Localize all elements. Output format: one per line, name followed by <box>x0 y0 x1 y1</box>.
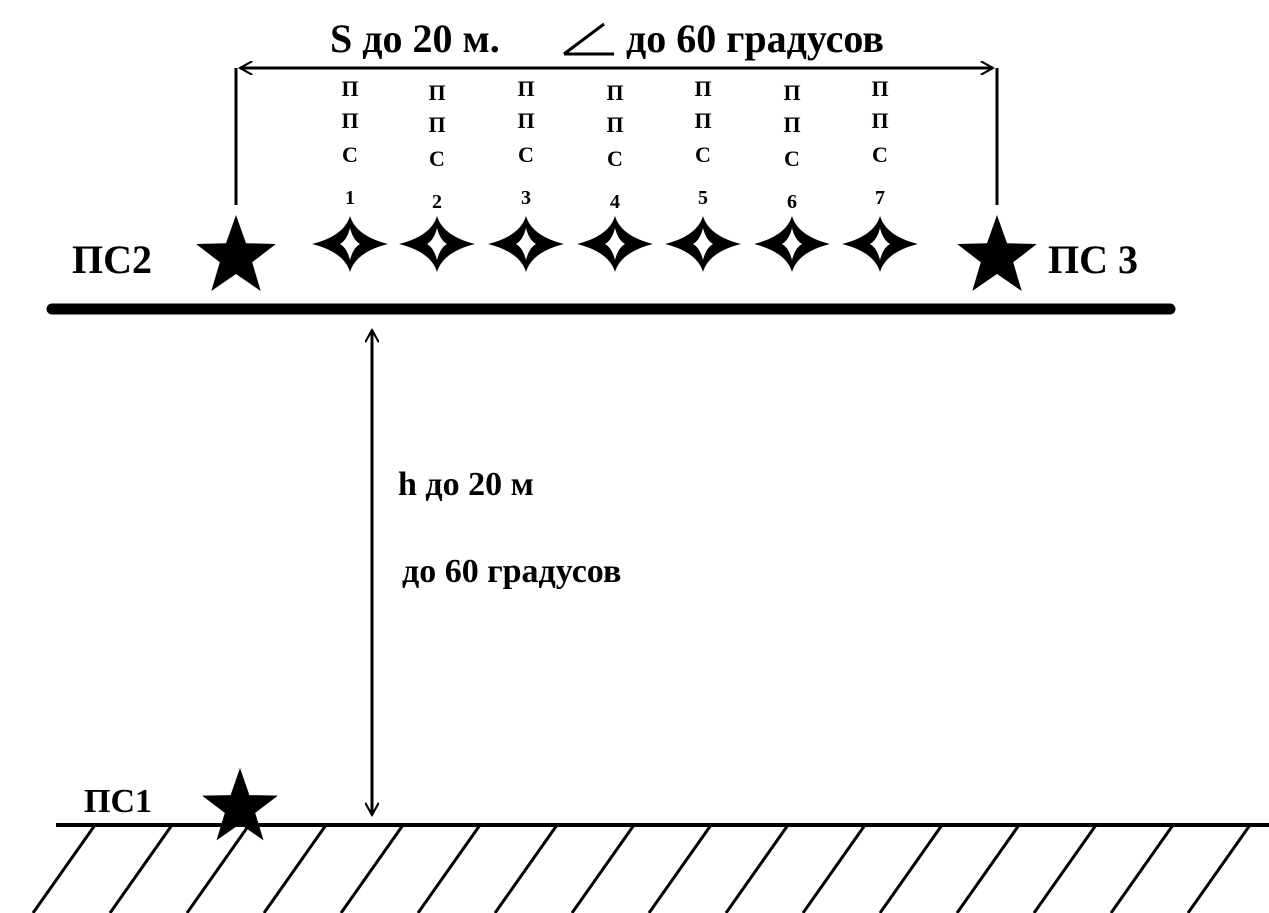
intermediate-letter: П <box>428 112 445 137</box>
intermediate-letter: С <box>695 142 711 167</box>
intermediate-letter: П <box>517 76 534 101</box>
intermediate-letter: П <box>341 108 358 133</box>
sparkle-inner <box>427 228 447 260</box>
hatch-line <box>647 824 713 913</box>
intermediate-letter: С <box>872 142 888 167</box>
span-dimension: S до 20 м. до 60 градусов <box>234 16 999 205</box>
sparkle-inner <box>782 228 802 260</box>
intermediate-letter: П <box>694 108 711 133</box>
intermediate-letter: С <box>607 146 623 171</box>
intermediate-number: 3 <box>521 187 531 209</box>
intermediate-letter: П <box>783 112 800 137</box>
intermediate-letter: С <box>342 142 358 167</box>
hatch-line <box>1032 824 1098 913</box>
hatch-line <box>493 824 559 913</box>
ps3-star-icon <box>957 215 1037 291</box>
hatch-line <box>724 824 790 913</box>
ps2-star-icon <box>196 215 276 291</box>
hatch-line <box>801 824 867 913</box>
ps2-label: ПС2 <box>72 237 152 282</box>
sparkle-inner <box>340 228 360 260</box>
intermediate-number: 1 <box>345 187 355 209</box>
intermediate-letter: П <box>341 76 358 101</box>
intermediate-letter: П <box>606 80 623 105</box>
intermediate-letter: П <box>428 80 445 105</box>
hatch-line <box>570 824 636 913</box>
intermediate-number: 6 <box>787 191 797 213</box>
sparkle-inner <box>605 228 625 260</box>
sparkle-inner <box>693 228 713 260</box>
span-label: S до 20 м. <box>330 16 500 61</box>
intermediate-letter: С <box>518 142 534 167</box>
angle-icon <box>563 22 614 56</box>
intermediate-letter: П <box>694 76 711 101</box>
intermediate-letter: С <box>784 146 800 171</box>
intermediate-letter: П <box>606 112 623 137</box>
height-label: h до 20 м <box>398 466 534 503</box>
intermediate-letter: П <box>871 108 888 133</box>
hatch-line <box>339 824 405 913</box>
ground <box>31 823 1269 913</box>
hatch-line <box>1109 824 1175 913</box>
hatch-line <box>416 824 482 913</box>
intermediate-number: 7 <box>875 187 885 209</box>
intermediate-letter: П <box>871 76 888 101</box>
intermediate-number: 5 <box>698 187 708 209</box>
height-angle-label: до 60 градусов <box>402 553 621 590</box>
hatch-line <box>262 824 328 913</box>
hatch-line <box>185 824 251 913</box>
ps1-label: ПС1 <box>84 783 152 820</box>
ps1-star-icon <box>202 768 278 841</box>
ps3-label: ПС 3 <box>1048 237 1138 282</box>
intermediate-number: 4 <box>610 191 620 213</box>
hatch-line <box>31 824 97 913</box>
intermediate-letter: П <box>517 108 534 133</box>
hatch-line <box>878 824 944 913</box>
ground-hatching <box>31 824 1252 913</box>
hatch-line <box>108 824 174 913</box>
angle-label: до 60 градусов <box>626 16 884 61</box>
intermediate-letter: С <box>429 146 445 171</box>
hatch-line <box>1186 824 1252 913</box>
hatch-line <box>955 824 1021 913</box>
intermediate-letter: П <box>783 80 800 105</box>
intermediate-number: 2 <box>432 191 442 213</box>
sparkle-inner <box>870 228 890 260</box>
sparkle-inner <box>516 228 536 260</box>
